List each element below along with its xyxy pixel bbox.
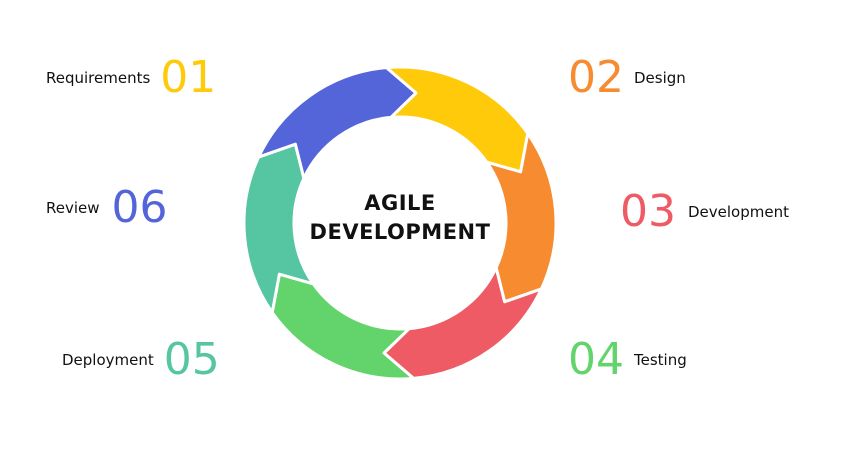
stage-label-deployment: Deployment [62,351,154,369]
center-title-line-2: DEVELOPMENT [309,220,491,244]
ring-segment-requirements [384,65,530,174]
center-title-line-1: AGILE [364,191,436,215]
stage-design: 02 Design [568,56,686,100]
stage-review: Review 06 [46,186,168,230]
stage-number-03: 03 [620,186,676,237]
stage-number-05: 05 [163,334,220,385]
stage-label-design: Design [634,69,686,87]
stage-number-04: 04 [568,334,624,385]
stage-number-01: 01 [160,52,217,103]
stage-testing: 04 Testing [568,338,687,382]
stage-label-review: Review [46,199,100,217]
stage-deployment: Deployment 05 [62,338,220,382]
stage-development: 03 Development [620,190,789,234]
ring-segment-review [257,66,418,180]
stage-label-testing: Testing [634,351,687,369]
stage-label-requirements: Requirements [46,69,151,87]
ring-segment-testing [270,272,416,381]
stage-number-02: 02 [568,52,624,103]
stage-requirements: Requirements 01 [46,56,216,100]
stage-label-development: Development [688,203,789,221]
stage-number-06: 06 [111,182,168,233]
